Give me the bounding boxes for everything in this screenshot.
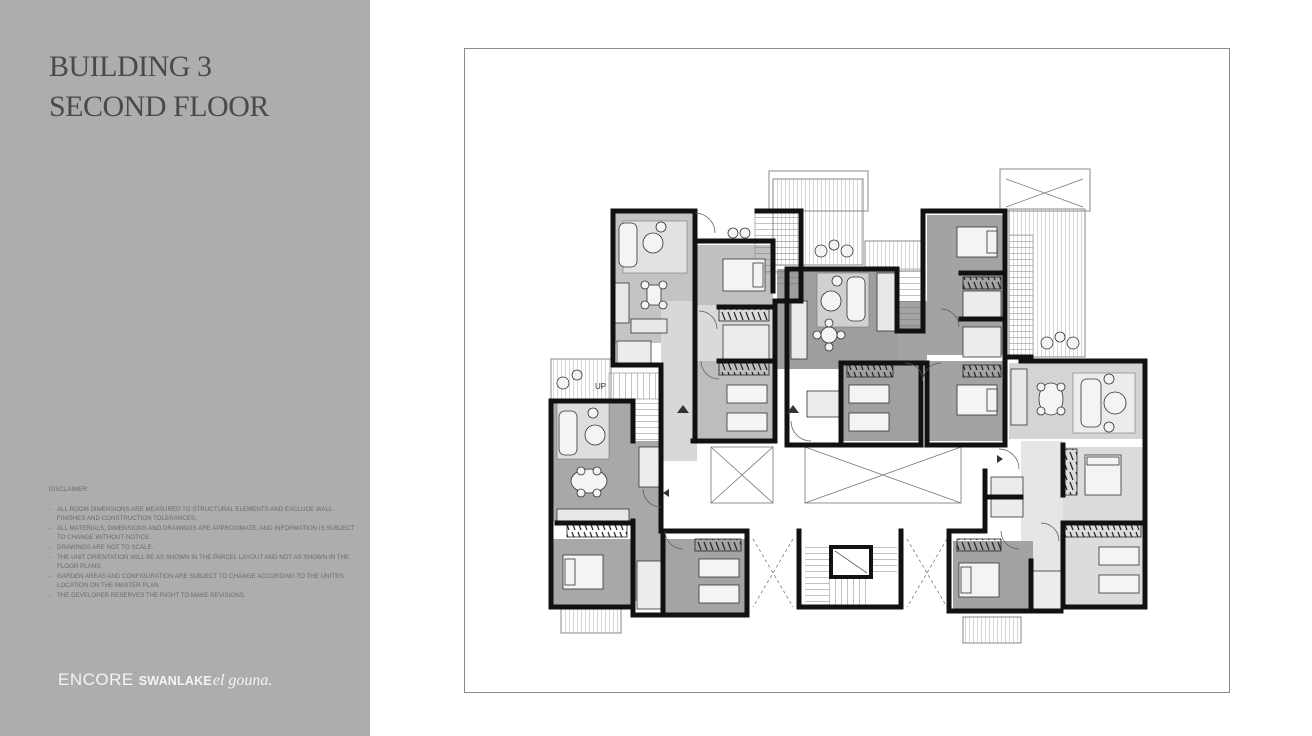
stair-up-label: UP — [595, 382, 606, 391]
floor-plan-frame: UP — [464, 48, 1230, 693]
brand-swanlake: SWANLAKE — [138, 674, 212, 688]
floor-plan-drawing: UP — [548, 168, 1148, 644]
disclaimer-item: GARDEN AREAS AND CONFIGURATION ARE SUBJE… — [49, 572, 359, 591]
disclaimer-item: ALL ROOM DIMENSIONS ARE MEASURED TO STRU… — [49, 505, 359, 524]
walls — [548, 208, 1148, 618]
door-swings — [642, 212, 1060, 550]
stairs — [608, 212, 1034, 605]
sidebar-panel: BUILDING 3 SECOND FLOOR DISCLAIMER: ALL … — [0, 0, 370, 736]
wardrobes — [566, 276, 1142, 552]
disclaimer-item: ALL MATERIALS, DIMENSIONS AND DRAWINGS A… — [49, 524, 359, 543]
disclaimer-list: ALL ROOM DIMENSIONS ARE MEASURED TO STRU… — [49, 505, 359, 601]
disclaimer-item: THE DEVELOPER RESERVES THE RIGHT TO MAKE… — [49, 591, 359, 601]
disclaimer-item: DRAWINGS ARE NOT TO SCALE. — [49, 543, 359, 553]
disclaimer-item: THE UNIT ORIENTATION WILL BE AS SHOWN IN… — [49, 553, 359, 572]
brand-logo: ENCORE SWANLAKE el gouna. — [58, 670, 272, 690]
brand-encore: ENCORE — [58, 670, 134, 689]
title-floor: SECOND FLOOR — [49, 90, 269, 123]
furniture — [556, 221, 1140, 610]
disclaimer-heading: DISCLAIMER: — [49, 486, 89, 493]
brand-elgouna: el gouna. — [212, 672, 273, 689]
title-building: BUILDING 3 — [49, 50, 212, 83]
void-shafts — [710, 446, 962, 608]
entry-arrows — [663, 405, 1003, 497]
disclaimer: DISCLAIMER: ALL ROOM DIMENSIONS ARE MEAS… — [49, 485, 359, 601]
page-title: BUILDING 3 SECOND FLOOR — [49, 47, 269, 127]
